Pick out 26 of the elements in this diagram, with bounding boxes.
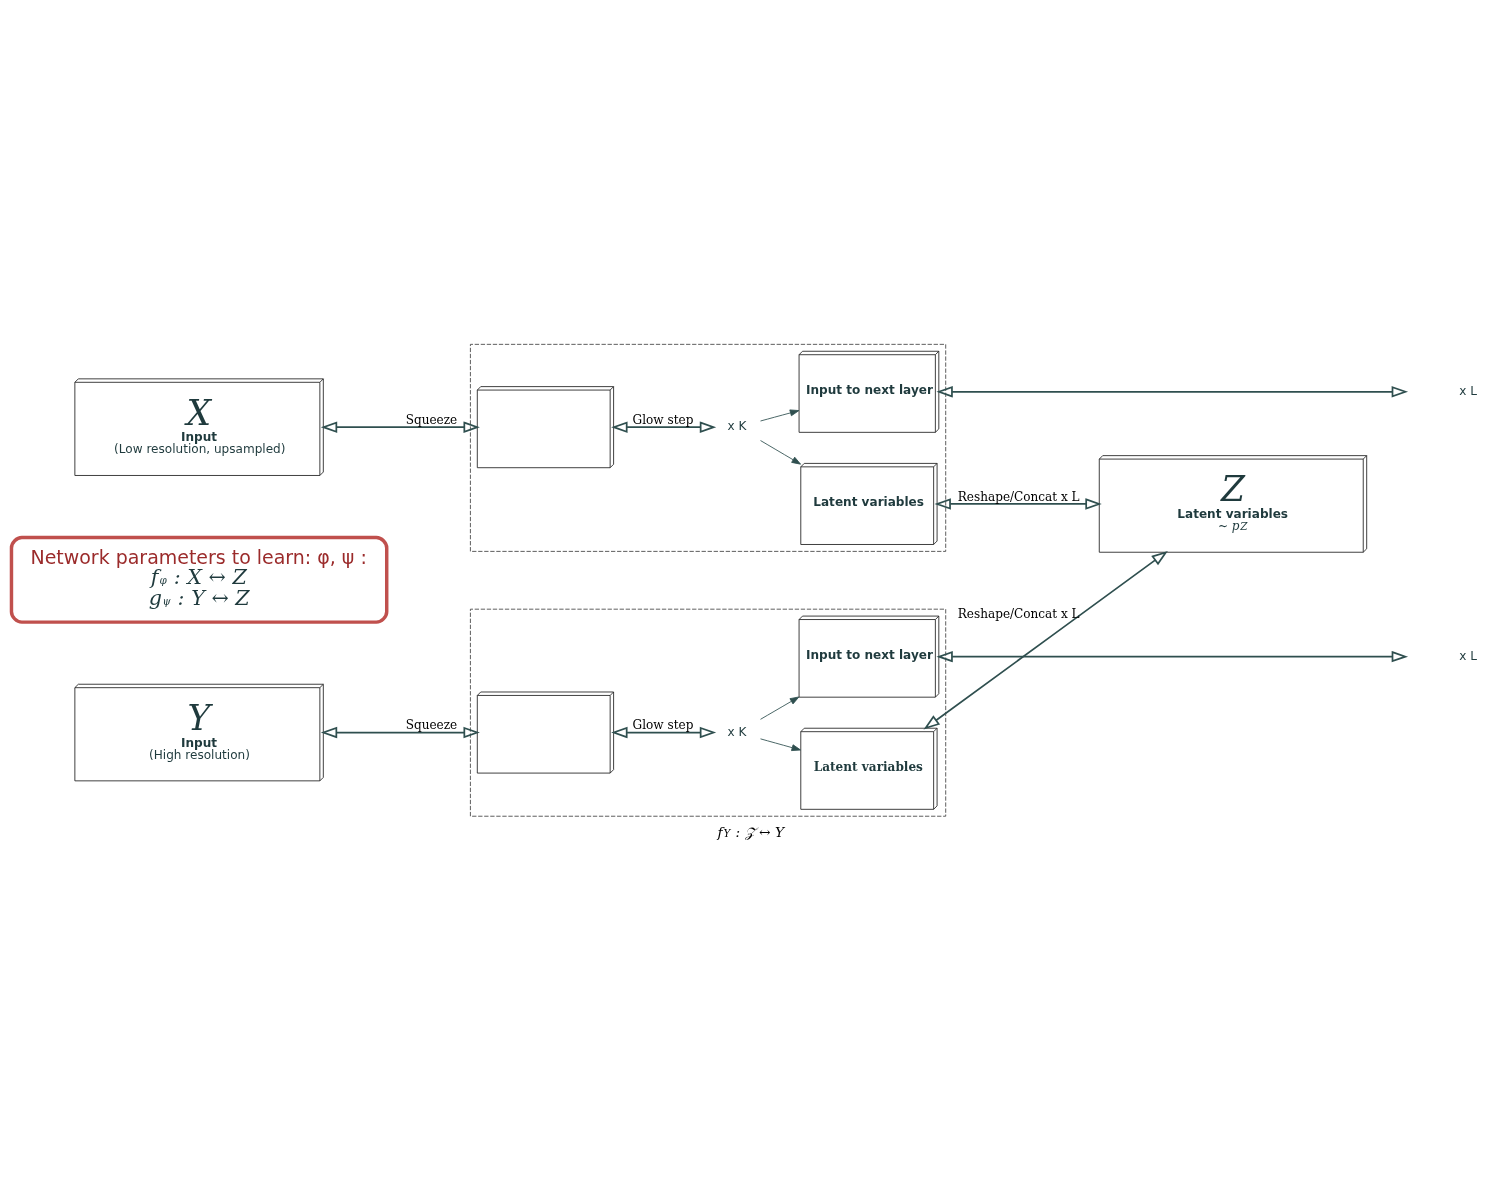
caption: fY : 𝒵 ↔ Y [717,823,785,840]
arrow [320,420,480,433]
arrow [611,726,717,738]
cluster [469,343,947,552]
edge-label: Glow step [632,412,694,427]
arrow [760,439,801,465]
edge-label: Squeeze [405,412,458,427]
edge-label: Reshape/Concat x L [957,606,1080,621]
arrow [923,550,1168,729]
arrow [760,696,800,720]
arrow [936,385,1409,398]
node-text: x K [727,724,747,739]
cluster [469,608,947,817]
arrow [934,497,1102,510]
edge-label: Reshape/Concat x L [957,489,1080,504]
arrow [760,737,801,751]
label: x L [1459,383,1477,398]
node-box: Network parameters to learn: φ, ψ : fφ : X ↔ Z gψ : Y ↔ Z [9,535,389,624]
label: x L [1459,648,1477,663]
node-text: x K [727,418,747,433]
arrow [320,726,480,738]
arrow [760,409,800,421]
edge-label: Glow step [632,717,694,732]
edge-label: Squeeze [405,717,458,732]
arrow [936,650,1409,662]
arrow [611,420,717,433]
